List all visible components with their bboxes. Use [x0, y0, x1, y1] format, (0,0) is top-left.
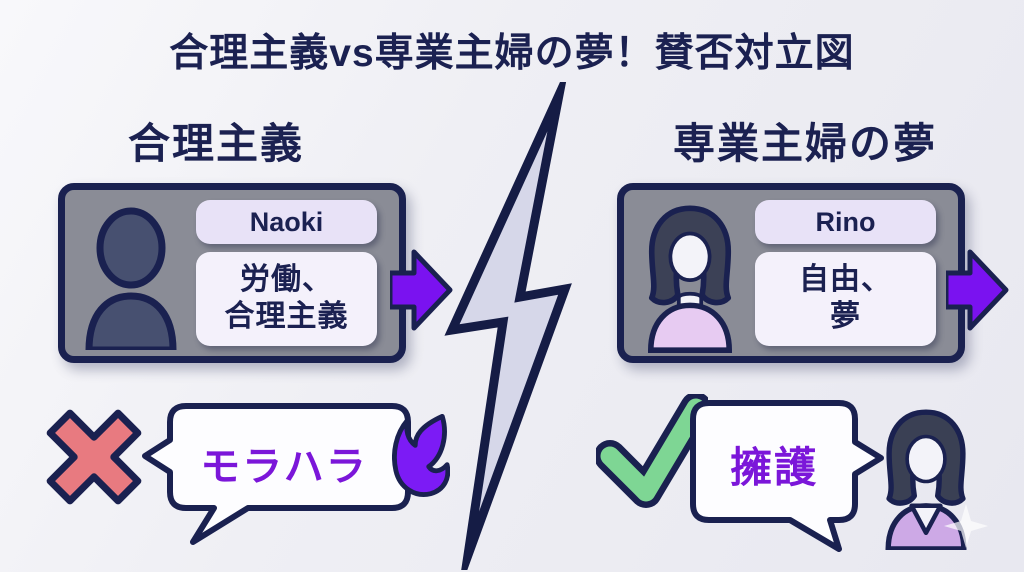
page-title: 合理主義vs専業主婦の夢！賛否対立図 [169, 32, 855, 75]
person-traits-pill: 自由、 夢 [755, 252, 936, 346]
female-avatar-icon [634, 198, 746, 353]
left-person-card: Naoki 労働、 合理主義 [58, 183, 406, 363]
flame-icon [392, 414, 450, 498]
speech-bubble-right [678, 392, 898, 557]
arrow-right-icon [390, 246, 454, 334]
left-section-heading: 合理主義 [127, 120, 304, 167]
right-section-heading: 専業主婦の夢 [672, 120, 937, 167]
verdict-label: 擁護 [729, 444, 818, 491]
trait-line: 夢 [830, 300, 861, 333]
trait-line: 労働、 [240, 263, 333, 297]
verdict-label: モラハラ [200, 445, 368, 489]
male-silhouette-icon [75, 198, 187, 350]
person-name: Naoki [249, 206, 324, 237]
lightning-bolt-icon [428, 82, 592, 570]
person-name-pill: Rino [755, 200, 936, 244]
person-traits-pill: 労働、 合理主義 [196, 252, 377, 346]
x-mark-icon [42, 400, 147, 515]
speech-bubble-left [118, 398, 448, 553]
arrow-right-icon [946, 246, 1010, 334]
trait-line: 合理主義 [224, 300, 349, 333]
trait-line: 自由、 [799, 263, 892, 297]
female-avatar-icon [872, 404, 980, 550]
person-name: Rino [815, 206, 876, 237]
check-mark-icon [596, 394, 708, 512]
right-person-card: Rino 自由、 夢 [617, 183, 965, 363]
person-name-pill: Naoki [196, 200, 377, 244]
sparkle-icon [942, 502, 990, 550]
